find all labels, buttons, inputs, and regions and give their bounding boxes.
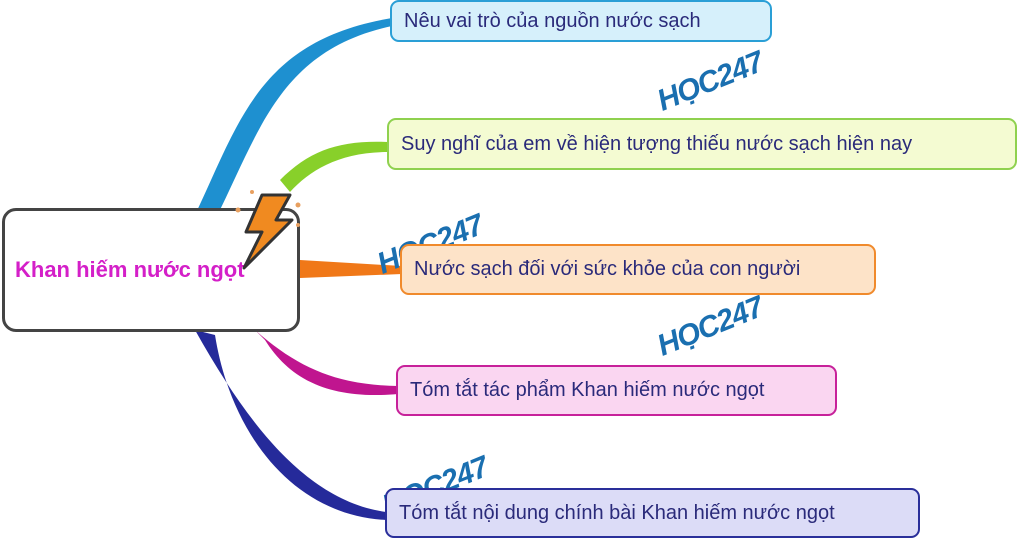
branch-line-5: [195, 330, 386, 520]
central-topic-label: Khan hiếm nước ngọt: [15, 257, 245, 282]
branch-label: Nước sạch đối với sức khỏe của con người: [414, 258, 801, 280]
branch-node-2[interactable]: Suy nghĩ của em về hiện tượng thiếu nước…: [387, 118, 1017, 170]
branch-label: Suy nghĩ của em về hiện tượng thiếu nước…: [401, 132, 913, 155]
branch-label: Tóm tắt nội dung chính bài Khan hiếm nướ…: [399, 501, 835, 524]
branch-node-5[interactable]: Tóm tắt nội dung chính bài Khan hiếm nướ…: [385, 488, 920, 538]
branch-line-1: [195, 18, 392, 220]
lightning-icon: [235, 190, 301, 270]
central-topic[interactable]: Khan hiếm nước ngọt: [2, 208, 300, 332]
branch-node-3[interactable]: Nước sạch đối với sức khỏe của con người: [400, 244, 876, 295]
branch-line-3: [300, 260, 402, 278]
branch-label: Nêu vai trò của nguồn nước sạch: [404, 9, 701, 32]
branch-node-1[interactable]: Nêu vai trò của nguồn nước sạch: [390, 0, 772, 42]
branch-node-4[interactable]: Tóm tắt tác phẩm Khan hiếm nước ngọt: [396, 365, 837, 416]
branch-label: Tóm tắt tác phẩm Khan hiếm nước ngọt: [410, 379, 765, 401]
branch-line-2: [280, 141, 388, 192]
branch-line-4: [255, 330, 398, 396]
